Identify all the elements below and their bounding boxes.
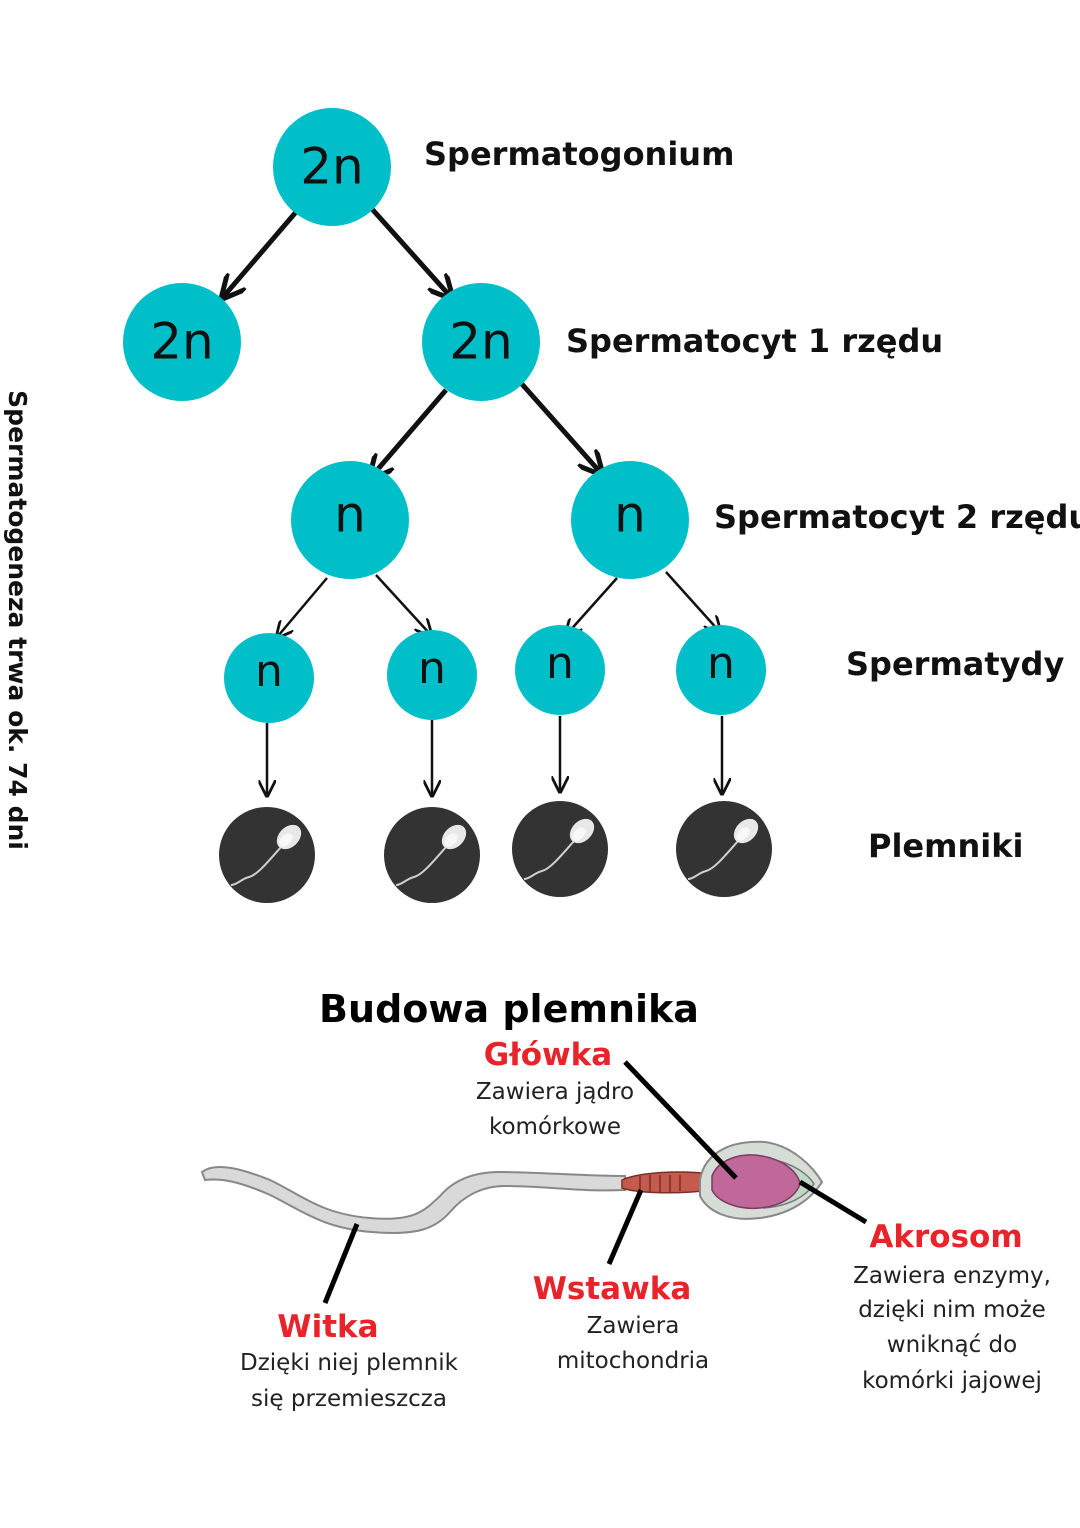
arrows-level3 [278, 571, 719, 636]
section-title: Budowa plemnika [319, 987, 699, 1031]
sperm-icon [218, 806, 316, 904]
part-desc-line: mitochondria [557, 1348, 709, 1374]
sperm-icon [675, 800, 773, 898]
pointer-acrosome [798, 1179, 868, 1225]
arrows-level4 [267, 716, 722, 794]
arrows-level2 [372, 381, 600, 476]
part-desc-line: się przemieszcza [251, 1386, 447, 1412]
label-head: Główka Zawiera jądro komórkowe [476, 1037, 634, 1140]
sperm-icon [511, 800, 609, 898]
cell-ploidy-label: n [546, 638, 574, 689]
part-title: Witka [277, 1309, 378, 1345]
part-title: Wstawka [533, 1271, 692, 1307]
part-desc-line: dzięki nim może [858, 1297, 1046, 1323]
cell-spermatid-4: n [676, 625, 766, 715]
part-desc-line: Zawiera enzymy, [853, 1263, 1051, 1289]
label-acrosome: Akrosom Zawiera enzymy, dzięki nim może … [853, 1219, 1051, 1394]
cell-ploidy-label: n [614, 486, 646, 544]
part-desc-line: komórki jajowej [862, 1368, 1042, 1394]
label-tail: Witka Dzięki niej plemnik się przemieszc… [240, 1309, 459, 1412]
part-desc-line: Dzięki niej plemnik [240, 1350, 459, 1376]
stage-label-sperm: Plemniki [868, 827, 1023, 865]
pointer-head [623, 1060, 738, 1180]
cell-ploidy-label: 2n [150, 313, 214, 371]
stage-label-spermatids: Spermatydy [846, 645, 1064, 683]
sperm-structure-illustration [200, 1060, 868, 1304]
cell-level1-left: 2n [123, 283, 241, 401]
sperm-midpiece [621, 1171, 713, 1194]
sperm-tail [200, 1165, 626, 1234]
part-desc-line: wniknąć do [887, 1332, 1017, 1358]
stage-label-spermatocyte1: Spermatocyt 1 rzędu [566, 322, 943, 360]
cell-ploidy-label: 2n [449, 313, 513, 371]
part-desc-line: Zawiera [587, 1313, 680, 1339]
cell-ploidy-label: n [418, 643, 446, 694]
cell-spermatid-2: n [387, 630, 477, 720]
part-desc-line: Zawiera jądro [476, 1079, 634, 1105]
stage-label-spermatogonium: Spermatogonium [424, 135, 734, 173]
cell-spermatocyte2-right: n [571, 461, 689, 579]
stage-label-spermatocyte2: Spermatocyt 2 rzędu [714, 498, 1080, 536]
cell-spermatocyte2-left: n [291, 461, 409, 579]
duration-label: Spermatogeneza trwa ok. 74 dni [3, 390, 32, 850]
cell-ploidy-label: n [255, 646, 283, 697]
cell-spermatid-1: n [224, 633, 314, 723]
pointer-tail [322, 1223, 360, 1304]
part-title: Główka [484, 1037, 612, 1073]
pointer-midpiece [606, 1189, 644, 1265]
arrows-level1 [224, 207, 450, 296]
part-desc-line: komórkowe [489, 1114, 621, 1140]
cell-spermatogonium: 2n [273, 108, 391, 226]
cell-spermatid-3: n [515, 625, 605, 715]
label-midpiece: Wstawka Zawiera mitochondria [533, 1271, 709, 1374]
part-title: Akrosom [869, 1219, 1022, 1255]
sperm-icon [383, 806, 481, 904]
cell-ploidy-label: 2n [300, 138, 364, 196]
cell-ploidy-label: n [334, 486, 366, 544]
cell-spermatocyte1: 2n [422, 283, 540, 401]
cell-ploidy-label: n [707, 638, 735, 689]
